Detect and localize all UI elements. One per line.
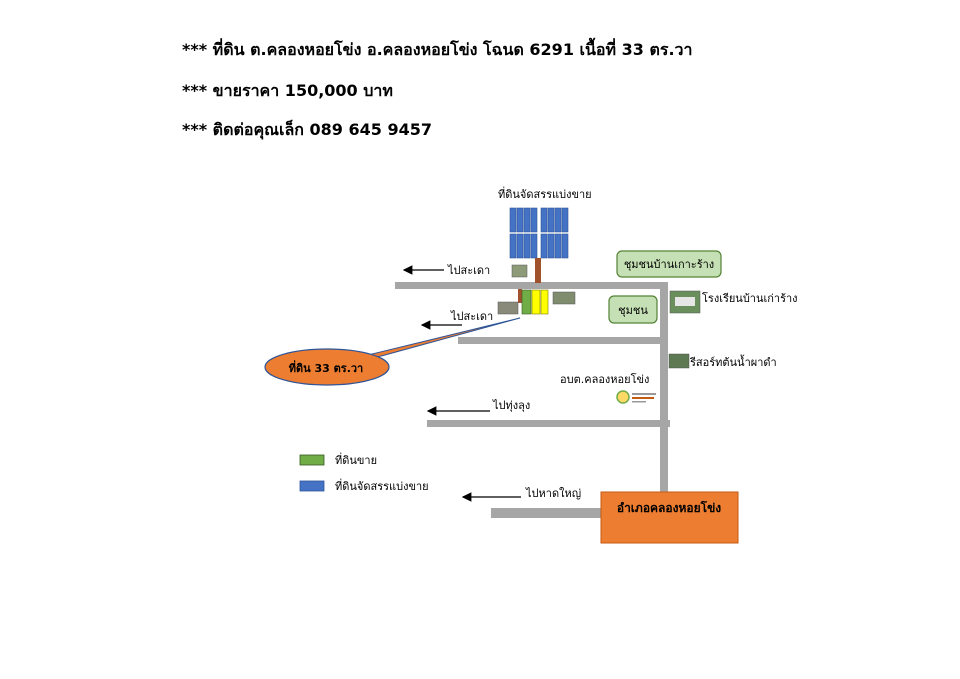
legend-land-for-sale: ที่ดินขาย [335,452,377,467]
road-third [427,420,670,427]
photo-thumbnail [511,264,528,278]
legend-swatch-blue [299,480,325,492]
sao-logo-icon [616,390,630,404]
to-sadao-label-2: ไปสะเดา [450,310,493,323]
community-label: ชุมชน [618,304,648,317]
community-koh-rang-box [616,250,722,278]
plot-neighbor [531,289,541,315]
district-box [600,491,739,544]
header-title: *** ที่ดิน ต.คลองหอยโข่ง อ.คลองหอยโข่ง โ… [182,40,693,59]
plot-neighbor [540,289,549,315]
plot-for-sale [521,289,532,315]
subdivision-access-road [535,258,541,283]
sao-logo-text [632,397,654,399]
callout-bubble [264,348,390,386]
header-price: *** ขายราคา 150,000 บาท [182,81,393,100]
to-thung-lung-label: ไปทุ่งลุง [492,399,530,412]
header-contact: *** ติดต่อคุณเล็ก 089 645 9457 [182,120,432,139]
district-label: อำเภอคลองหอยโข่ง [617,500,721,515]
subdivision-top-label: ที่ดินจัดสรรแบ่งขาย [498,186,592,201]
to-hat-yai-label: ไปหาดใหญ่ [525,487,581,500]
callout-label: ที่ดิน 33 ตร.วา [289,360,363,375]
sao-logo-text [632,393,656,395]
photo-thumbnail [497,301,519,315]
subdivision-plots [509,207,569,259]
road-main-vertical [660,282,668,494]
resort-photo [668,353,690,369]
school-label: โรงเรียนบ้านเก่าร้าง [702,291,798,305]
sao-label: อบต.คลองหอยโข่ง [560,372,649,386]
legend-swatch-green [299,454,325,466]
legend-subdivision: ที่ดินจัดสรรแบ่งขาย [335,478,429,493]
road-second [458,337,660,344]
sao-logo-text [632,401,646,403]
road-top [395,282,667,289]
resort-label: รีสอร์ทต้นน้ำผาดำ [689,354,777,369]
community-box [608,295,658,324]
photo-thumbnail [552,291,576,305]
community-koh-rang-label: ชุมชนบ้านเกาะร้าง [624,258,714,271]
to-sadao-label-1: ไปสะเดา [447,264,490,277]
school-photo-building [675,297,695,306]
road-bottom [491,508,603,518]
plot-for-sale-stem [518,289,522,303]
